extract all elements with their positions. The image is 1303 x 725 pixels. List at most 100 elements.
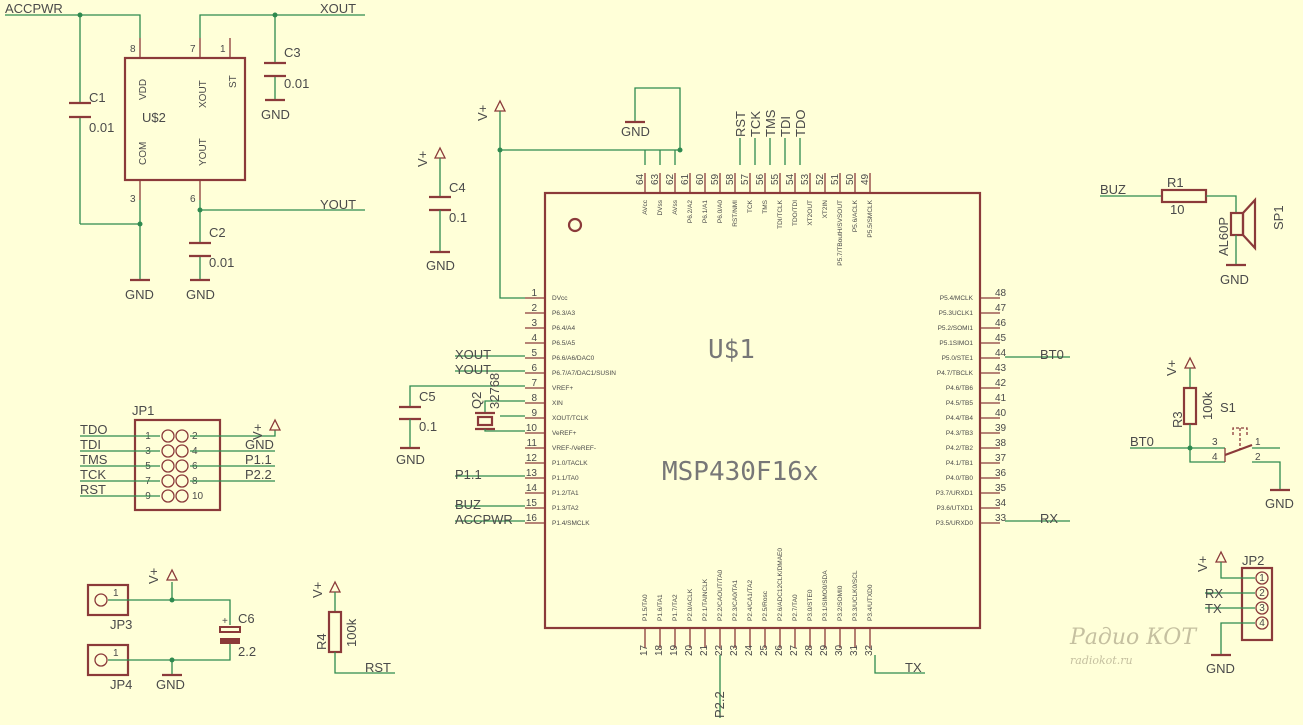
mcu-pin-function: P4.2/TB2 [946, 445, 973, 452]
net-rx-mcu: RX [1040, 511, 1058, 526]
r1-name: R1 [1167, 175, 1184, 190]
watermark-logo: Радио КОТ [1069, 625, 1198, 650]
vplus-symbol [493, 99, 507, 112]
r3-name: R3 [1170, 411, 1185, 428]
mcu-pin-function: P2.2/CAOUT/TA0 [717, 569, 724, 621]
c4-name: C4 [449, 180, 466, 195]
mcu-pin-function: P4.7/TBCLK [937, 370, 974, 377]
mcu-pin-function: P3.3/UCLK0/SCL [852, 570, 859, 621]
jp3-jp4-c6 [86, 568, 241, 677]
jp1-pin-circle [175, 489, 189, 503]
u2-com-label: COM [138, 142, 149, 165]
net-buz-r1: BUZ [1100, 182, 1126, 197]
vplus-label-mcu: V+ [475, 105, 490, 121]
mcu-pin-number: 28 [804, 644, 815, 656]
jp2-pin-number: 3 [1259, 603, 1265, 614]
jp1-pin-circle [161, 444, 175, 458]
mcu-name: U$1 [708, 335, 755, 365]
net-yout-mcu: YOUT [455, 362, 491, 377]
mcu-pin-function: VeREF+ [552, 430, 577, 437]
mcu-pin-function: P5.2/SOMI1 [938, 325, 974, 332]
s1-pin-4: 4 [1212, 452, 1218, 463]
jp3-name: JP3 [110, 617, 132, 632]
jp1-pin-number: 10 [192, 491, 204, 502]
c1-capacitor: C1 0.01 [69, 90, 114, 135]
mcu-pin-number: 39 [995, 423, 1007, 434]
mcu-pin-function: P2.3/CA0/TA1 [732, 580, 739, 621]
mcu-pin-number: 50 [845, 173, 856, 185]
mcu-pin-number: 3 [531, 318, 537, 329]
mcu-pin-number: 8 [531, 393, 537, 404]
mcu-pin-function: P2.7/TA0 [792, 594, 799, 621]
mcu-pin-number: 56 [755, 173, 766, 185]
net-accpwr-mcu: ACCPWR [455, 512, 513, 527]
net-accpwr-label: ACCPWR [5, 1, 63, 16]
mcu-pin-number: 23 [729, 644, 740, 656]
watermark-url: radiokot.ru [1070, 654, 1133, 667]
u2-pin-3: 3 [130, 194, 136, 205]
mcu-pin-number: 51 [830, 173, 841, 185]
vplus-label-jp2: V+ [1195, 556, 1210, 572]
gnd-label-jp2: GND [1206, 661, 1235, 676]
mcu-pin-function: TDO/TDI [792, 200, 799, 226]
mcu-pin-number: 21 [699, 644, 710, 656]
c1-name: C1 [89, 90, 106, 105]
mcu-pin-function: P3.0/STE0 [807, 589, 814, 621]
mcu-pin-function: P6.4/A4 [552, 325, 576, 332]
mcu-pin-number: 48 [995, 288, 1007, 299]
jp1-pin-circle [175, 444, 189, 458]
s1-pin-2: 2 [1255, 452, 1261, 463]
mcu-pin-number: 6 [531, 363, 537, 374]
mcu-pin-function: P5.6/ACLK [852, 199, 859, 232]
mcu-pin-number: 43 [995, 363, 1007, 374]
mcu-pin-number: 15 [526, 498, 538, 509]
u2-wiring [5, 12, 365, 282]
mcu-pin-number: 40 [995, 408, 1007, 419]
u2-pin-8: 8 [130, 44, 136, 55]
mcu-pin-function: TMS [762, 199, 769, 213]
jp1-net-rst: RST [80, 482, 106, 497]
mcu-pin-function: P3.2/SOMI0 [837, 585, 844, 621]
jp1-net-tdi: TDI [80, 437, 101, 452]
u2-vdd-label: VDD [138, 79, 149, 100]
mcu-pin-function: P3.6/UTXD1 [937, 505, 974, 512]
mcu-pin-function: P6.1/A1 [702, 200, 709, 224]
c6-name: C6 [238, 611, 255, 626]
jp2-pin-number: 4 [1259, 618, 1265, 629]
r4-name: R4 [314, 633, 329, 650]
mcu-pin-number: 44 [995, 348, 1007, 359]
c4-value: 0.1 [449, 210, 467, 225]
mcu-pin-function: AVss [672, 199, 679, 214]
jp1-net-gnd: GND [245, 437, 274, 452]
jp2-net-tx: TX [1205, 601, 1222, 616]
gnd-label-c2: GND [186, 287, 215, 302]
mcu-pin-function: P3.1/SIMO0/SDA [822, 570, 829, 621]
mcu-pin-function: P6.6/A6/DAC0 [552, 355, 595, 362]
u2-xout-label: XOUT [198, 80, 209, 108]
mcu-pin-function: P6.3/A3 [552, 310, 576, 317]
jp1-net-vplus: V+ [250, 424, 265, 440]
jtag-top-nets [739, 138, 801, 165]
mcu-pin-number: 61 [680, 173, 691, 185]
jp1-pin-circle [175, 459, 189, 473]
jp4-pin: 1 [113, 648, 119, 659]
r4-value: 100k [344, 618, 359, 647]
c5-name: C5 [419, 389, 436, 404]
net-tck-top: TCK [748, 111, 763, 137]
mcu-pin-number: 26 [774, 644, 785, 656]
mcu-pin-function: P2.4/CA1/TA2 [747, 580, 754, 621]
mcu-pin-number: 58 [725, 173, 736, 185]
mcu-pin-number: 59 [710, 173, 721, 185]
mcu-pin-function: VREF+ [552, 385, 573, 392]
mcu-pin-number: 47 [995, 303, 1007, 314]
mcu-pin-number: 2 [531, 303, 537, 314]
jp3-pin: 1 [113, 588, 119, 599]
u2-yout-label: YOUT [198, 138, 209, 166]
mcu-pin-function: P4.6/TB6 [946, 385, 973, 392]
mcu-pin-number: 13 [526, 468, 538, 479]
net-xout-label: XOUT [320, 1, 356, 16]
jp4-name: JP4 [110, 677, 132, 692]
